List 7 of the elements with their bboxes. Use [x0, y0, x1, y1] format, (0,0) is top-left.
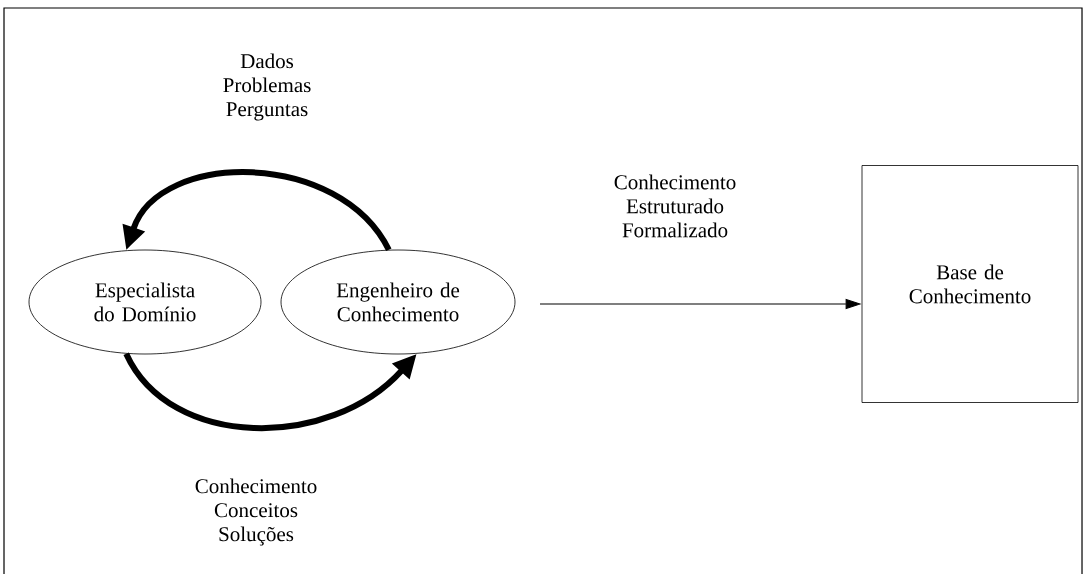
arrow	[539, 299, 861, 309]
edge-label: Conhecimento Estruturado Formalizado	[614, 174, 736, 238]
edge-label: Dados Problemas Perguntas	[223, 53, 311, 121]
ellipse-node: Especialista do Domínio	[28, 249, 262, 355]
ellipse-node: Engenheiro de Conhecimento	[280, 249, 516, 355]
edge-label: Conhecimento Conceitos Soluções	[195, 478, 317, 546]
process-box: Base de Conhecimento	[861, 165, 1079, 403]
